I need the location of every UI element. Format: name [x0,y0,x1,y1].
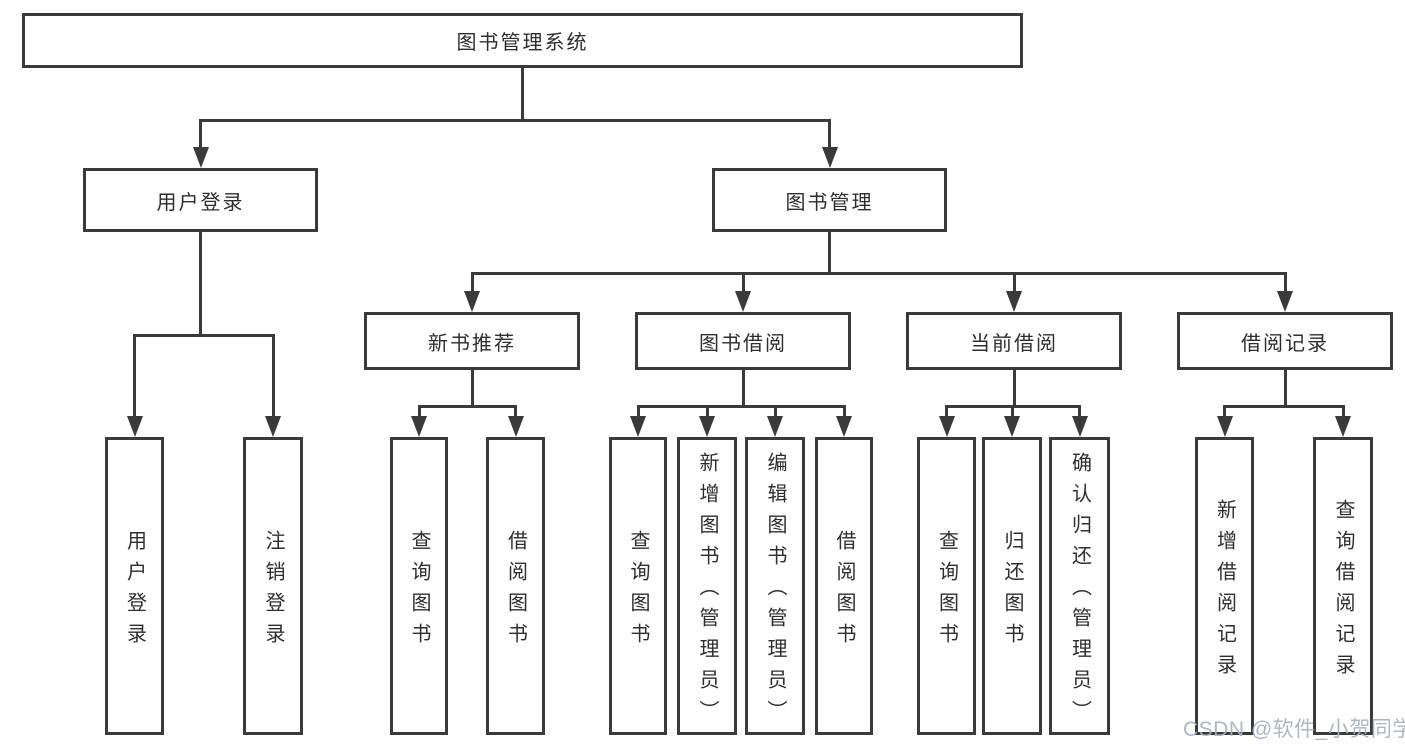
arrowhead-down-icon [630,416,646,437]
diagram-node-leaf-borrow-books-2: 借阅图书 [815,437,873,735]
diagram-node-label: 图书管理 [785,191,874,214]
diagram-node-label: 新增借阅记录 [1213,498,1236,685]
diagram-node-label: 当前借阅 [970,332,1058,355]
connector-stem-new-book-recommend [470,370,474,406]
diagram-node-label: 归还图书 [1001,529,1023,654]
diagram-node-label: 用户登录 [123,529,146,654]
connector-stem-book-management [828,232,831,273]
diagram-node-leaf-add-book: 新增图书（管理员） [677,437,737,735]
diagram-node-label: 查询图书 [627,529,649,654]
diagram-node-label: 查询图书 [935,529,958,654]
diagram-node-leaf-query-borrow-rec: 查询借阅记录 [1313,437,1373,735]
arrowhead-down-icon [192,147,209,168]
diagram-node-leaf-query-books-3: 查询图书 [917,437,976,735]
connector-bus-new-book-recommend [417,404,517,408]
connector-drop [1283,273,1287,306]
arrowhead-down-icon [126,416,143,437]
diagram-node-new-book-recommend: 新书推荐 [364,312,580,370]
diagram-node-leaf-confirm-return: 确认归还（管理员） [1049,437,1110,735]
arrowhead-down-icon [1277,291,1293,312]
connector-drop [133,335,136,431]
arrowhead-down-icon [767,416,783,437]
arrowhead-down-icon [1335,416,1351,437]
diagram-node-label: 图书借阅 [699,332,787,355]
connector-bus-book-borrow [636,404,846,408]
diagram-node-label: 借阅记录 [1241,332,1329,355]
connector-drop [741,273,745,306]
connector-stem-root [521,68,524,120]
arrowhead-down-icon [265,416,281,437]
connector-drop [199,120,202,162]
connector-bus-user-login [133,333,275,337]
connector-drop [1012,273,1016,306]
arrowhead-down-icon [735,291,751,312]
diagram-node-label: 图书管理系统 [456,32,589,54]
diagram-node-leaf-user-login: 用户登录 [105,437,164,735]
arrowhead-down-icon [938,416,955,437]
connector-bus-book-management [470,271,1287,275]
arrowhead-down-icon [464,291,480,312]
connector-stem-book-borrow [741,370,745,406]
arrowhead-down-icon [699,416,715,437]
connector-stem-borrow-records [1283,370,1287,406]
arrowhead-down-icon [1004,416,1020,437]
connector-stem-current-borrow [1012,370,1016,406]
diagram-node-leaf-edit-book: 编辑图书（管理员） [745,437,805,735]
diagram-node-book-management: 图书管理 [712,168,947,232]
diagram-node-borrow-records: 借阅记录 [1177,312,1393,370]
diagram-node-label: 编辑图书（管理员） [764,452,786,731]
diagram-node-label: 确认归还（管理员） [1068,452,1091,731]
diagram-node-label: 借阅图书 [504,529,527,654]
diagram-node-label: 注销登录 [262,529,284,654]
connector-stem-user-login [199,232,202,335]
arrowhead-down-icon [1071,416,1088,437]
diagram-node-book-borrow: 图书借阅 [635,312,851,370]
arrowhead-down-icon [411,416,427,437]
diagram-node-label: 新增图书（管理员） [696,452,718,731]
csdn-watermark: CSDN @软件_小贺同学 [1183,718,1405,741]
diagram-node-root: 图书管理系统 [22,13,1023,68]
connector-drop [271,335,275,431]
connector-drop [470,273,474,306]
diagram-node-leaf-return-book: 归还图书 [982,437,1042,735]
connector-bus-root [199,118,831,122]
arrowhead-down-icon [507,416,524,437]
diagram-node-leaf-add-borrow-rec: 新增借阅记录 [1195,437,1254,735]
diagram-node-user-login: 用户登录 [83,168,318,232]
arrowhead-down-icon [821,147,838,168]
diagram-node-label: 查询图书 [408,529,430,654]
arrowhead-down-icon [1216,416,1233,437]
diagram-node-label: 新书推荐 [428,332,516,355]
connector-bus-borrow-records [1223,404,1345,408]
arrowhead-down-icon [836,416,852,437]
connector-drop [828,120,831,162]
diagram-node-current-borrow: 当前借阅 [906,312,1122,370]
diagram-node-leaf-logout: 注销登录 [243,437,303,735]
diagram-node-label: 借阅图书 [833,529,855,654]
diagram-node-label: 用户登录 [156,191,245,214]
diagram-node-leaf-query-books-2: 查询图书 [609,437,667,735]
diagram-node-leaf-query-books-1: 查询图书 [390,437,448,735]
diagram-node-leaf-borrow-books-1: 借阅图书 [486,437,545,735]
arrowhead-down-icon [1006,291,1022,312]
diagram-node-label: 查询借阅记录 [1332,498,1354,685]
